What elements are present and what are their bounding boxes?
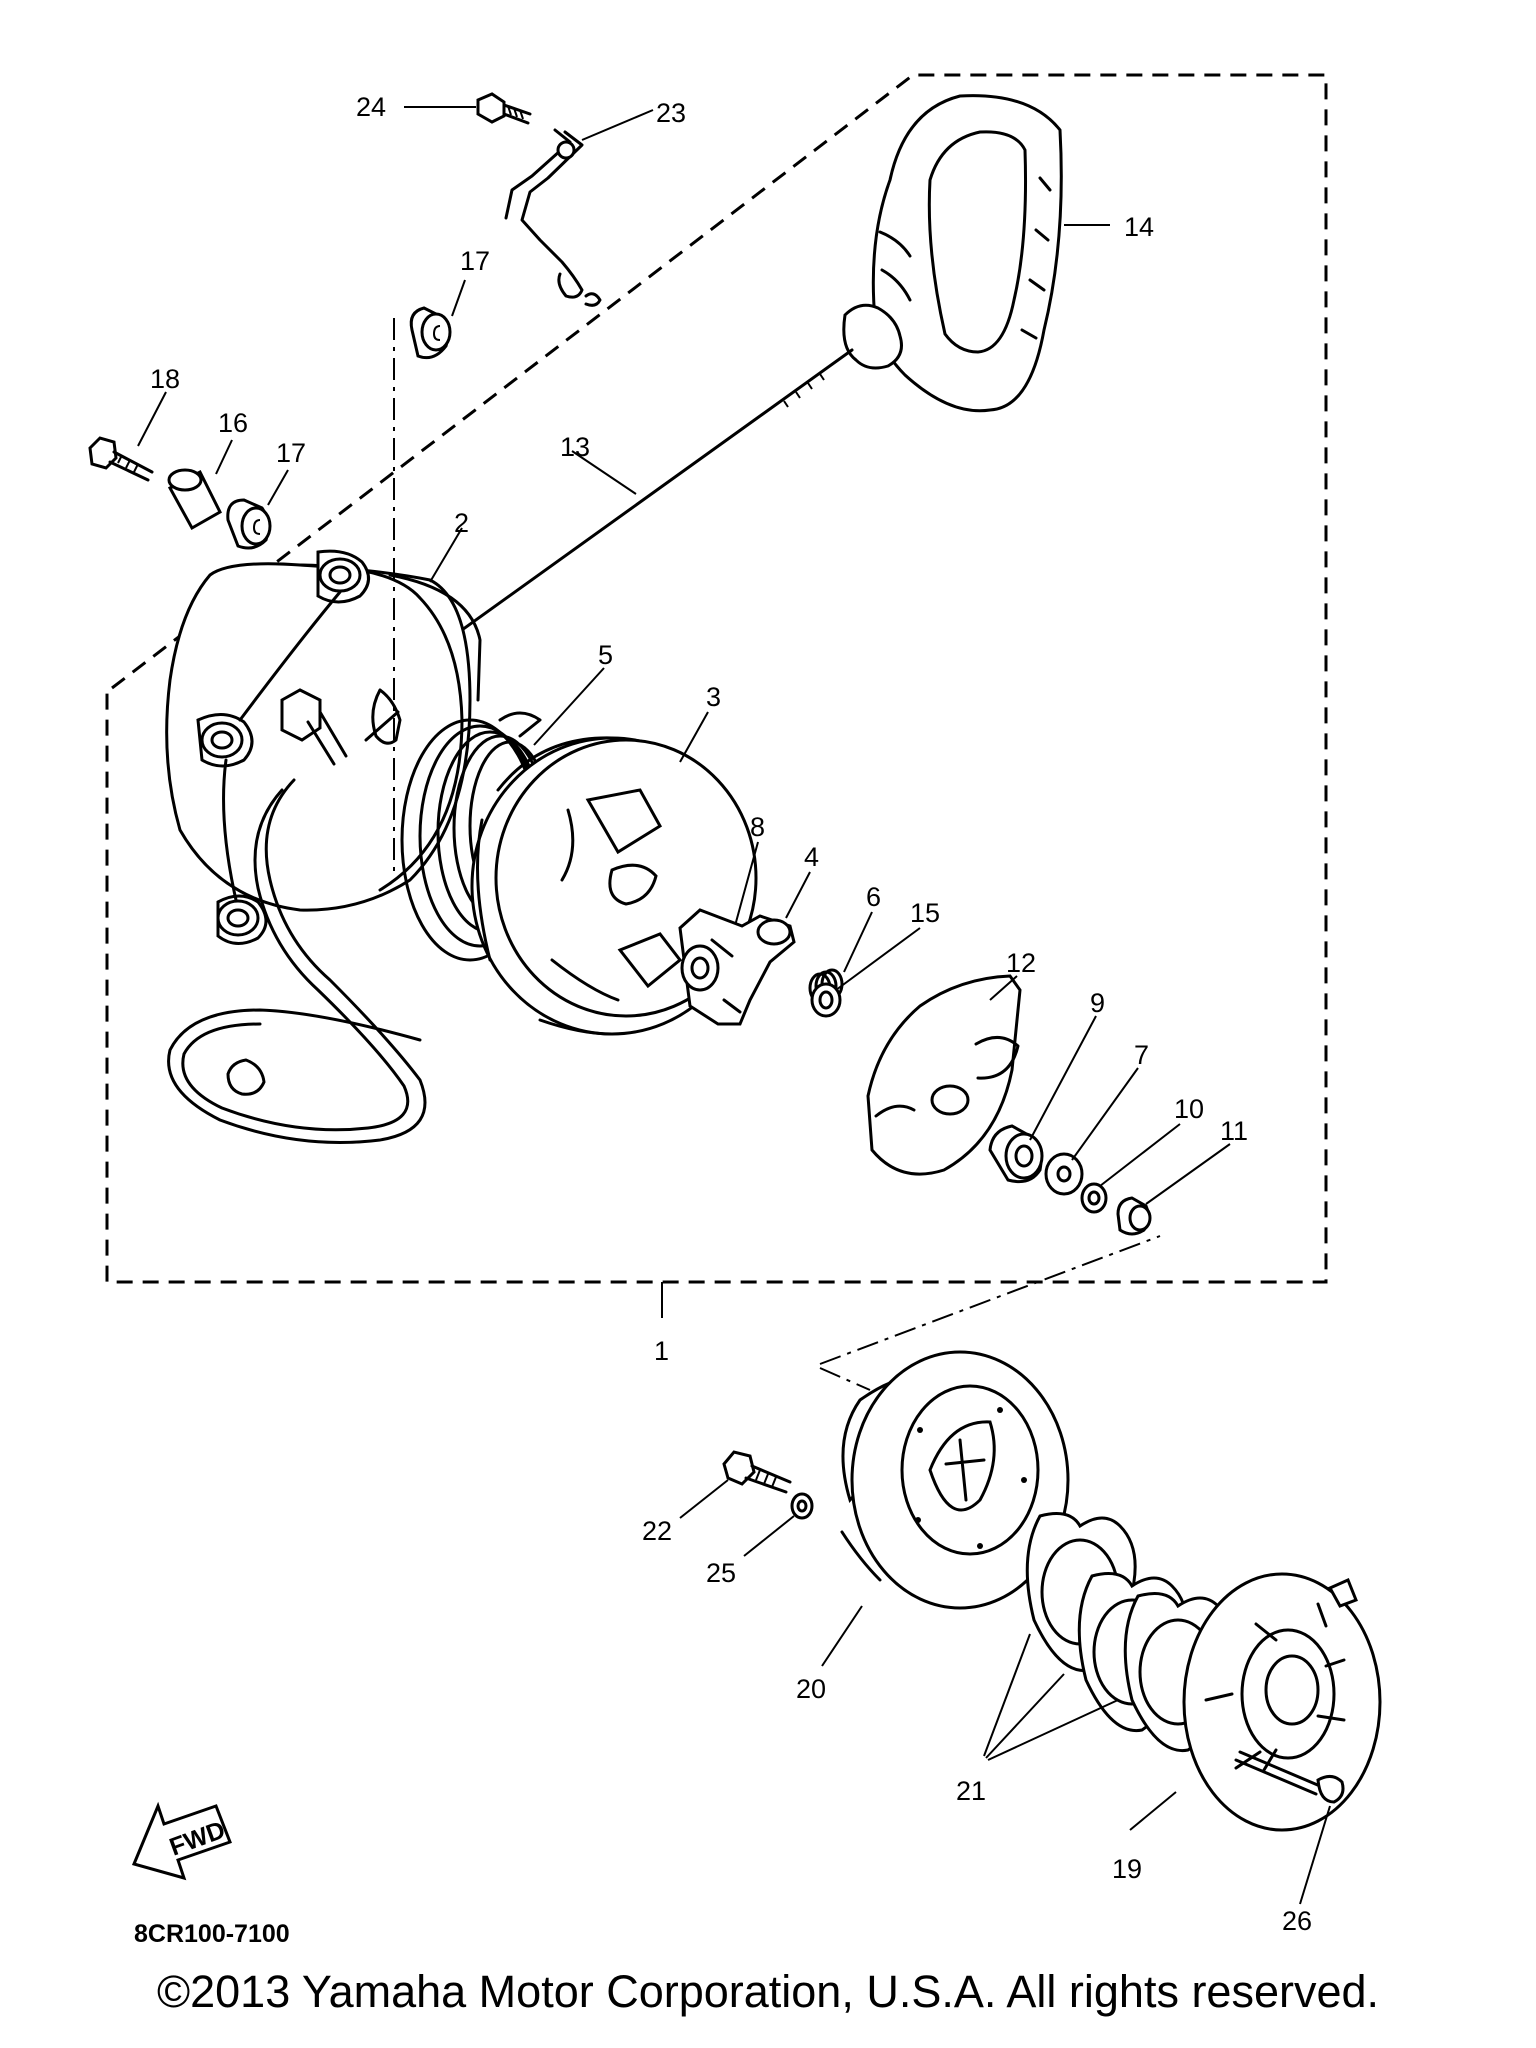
part-11-nut — [1116, 1143, 1231, 1236]
callout-11: 11 — [1220, 1116, 1248, 1146]
callout-20: 20 — [796, 1674, 826, 1704]
callout-13: 13 — [560, 432, 590, 462]
part-2-starter-case — [165, 527, 482, 945]
callout-17-lower: 17 — [276, 438, 306, 468]
callout-16: 16 — [218, 408, 248, 438]
callout-25: 23 — [656, 98, 686, 128]
part-16-spacer — [167, 439, 233, 531]
part-17-collar-lower — [226, 469, 289, 550]
callout-9: 9 — [1090, 988, 1105, 1018]
part-25-bracket — [504, 109, 654, 307]
callout-26: 24 — [356, 92, 386, 122]
callout-21: 21 — [956, 1776, 986, 1806]
fwd-arrow-icon: FWD — [131, 1801, 232, 1881]
callout-2: 2 — [454, 508, 469, 538]
callout-4: 4 — [804, 842, 819, 872]
callout-7: 7 — [1134, 1040, 1149, 1070]
assembly-boundary — [105, 73, 1328, 1318]
callout-10: 10 — [1174, 1094, 1204, 1124]
callout-3: 3 — [706, 682, 721, 712]
part-18-bolt — [88, 391, 167, 482]
callout-23: 22 — [642, 1516, 672, 1546]
callout-17-upper: 17 — [460, 246, 490, 276]
part-19-pulley — [1129, 1572, 1382, 1832]
part-7-washer — [1044, 1067, 1139, 1196]
callout-15: 15 — [910, 898, 940, 928]
callout-6: 6 — [866, 882, 881, 912]
part-12-guide-plate — [866, 974, 1022, 1176]
callout-labels: 24 23 14 17 18 16 17 13 2 5 3 8 4 6 15 1… — [134, 92, 1312, 1948]
part-20-drive-plate — [821, 1350, 1070, 1667]
part-26-bolt — [404, 92, 532, 125]
part-14-handle — [842, 94, 1110, 413]
part-24-washer — [743, 1492, 814, 1557]
callout-22: 26 — [1282, 1906, 1312, 1936]
part-22-screw — [1234, 1750, 1345, 1905]
copyright-notice: ©2013 Yamaha Motor Corporation, U.S.A. A… — [156, 1966, 1380, 2017]
rope-coil — [167, 778, 427, 1144]
part-10-spring-washer — [1080, 1123, 1181, 1214]
callout-14: 14 — [1124, 212, 1154, 242]
callout-12: 12 — [1006, 948, 1036, 978]
part-4-ratchet — [678, 871, 811, 1026]
part-15-washer — [810, 927, 921, 1018]
part-9-collar — [988, 1015, 1097, 1184]
callout-18: 18 — [150, 364, 180, 394]
part-23-bolt — [679, 1450, 792, 1519]
part-17-collar-upper — [409, 279, 466, 360]
drawing-code: 8CR100-7100 — [134, 1920, 290, 1948]
part-13-rope — [446, 348, 854, 642]
callout-1: 1 — [654, 1336, 669, 1366]
callout-19: 19 — [1112, 1854, 1142, 1884]
callout-24: 25 — [706, 1558, 736, 1588]
assembly-axis — [393, 318, 1161, 1391]
callout-5: 5 — [598, 640, 613, 670]
callout-8: 8 — [750, 812, 765, 842]
